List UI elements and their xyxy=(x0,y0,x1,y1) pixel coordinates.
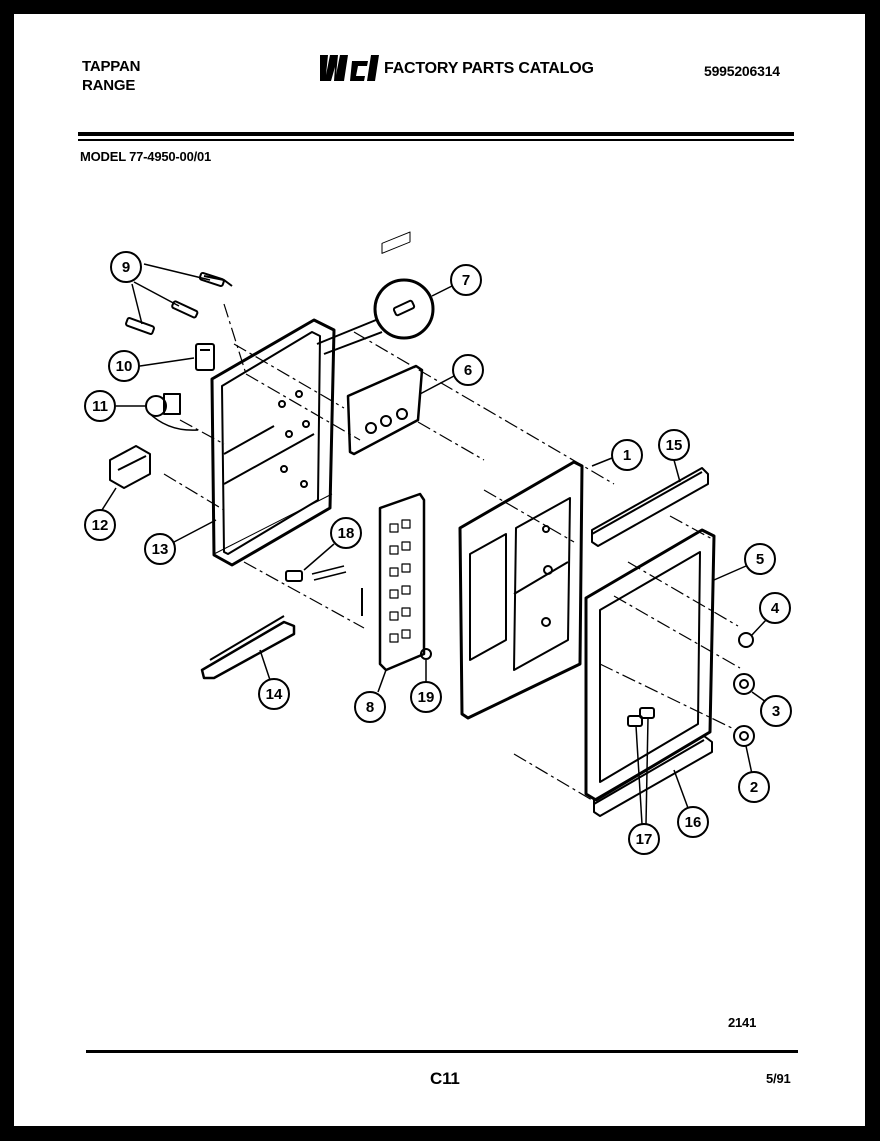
header-rule-thick xyxy=(78,132,794,136)
page-number: C11 xyxy=(430,1069,460,1088)
exploded-parts-diagram: 1 2 3 4 5 xyxy=(84,231,792,855)
header-rule-thin xyxy=(78,139,794,141)
callout-2: 2 xyxy=(738,745,770,803)
diagram-number: 2141 xyxy=(728,1015,757,1030)
svg-text:8: 8 xyxy=(366,699,374,716)
assembly-lines xyxy=(163,303,741,801)
callout-1: 1 xyxy=(591,439,643,471)
keypad-board xyxy=(361,492,426,672)
svg-text:13: 13 xyxy=(152,541,169,558)
magnified-detail xyxy=(316,278,435,355)
knob-3 xyxy=(733,673,755,695)
small-clip xyxy=(285,565,347,582)
callout-14: 14 xyxy=(258,649,290,710)
svg-text:9: 9 xyxy=(122,259,130,276)
knob-2 xyxy=(733,725,755,747)
svg-text:18: 18 xyxy=(338,525,355,542)
catalog-number: 5995206314 xyxy=(704,63,780,79)
bottom-trim xyxy=(593,735,713,817)
svg-text:4: 4 xyxy=(771,600,780,617)
brand-line-1: TAPPAN xyxy=(82,58,141,75)
top-trim xyxy=(591,467,709,547)
callout-19: 19 xyxy=(410,660,442,713)
wci-logo xyxy=(320,55,379,81)
svg-text:10: 10 xyxy=(116,358,133,375)
feet-pads xyxy=(627,707,655,727)
callout-11: 11 xyxy=(84,390,146,422)
callout-4: 4 xyxy=(750,592,791,637)
svg-text:7: 7 xyxy=(462,272,470,289)
svg-text:14: 14 xyxy=(266,686,283,703)
lower-bracket xyxy=(200,615,296,680)
terminal-block xyxy=(109,445,151,489)
callout-13: 13 xyxy=(144,519,217,565)
callout-9: 9 xyxy=(110,251,142,283)
svg-text:11: 11 xyxy=(92,398,108,415)
callout-15: 15 xyxy=(658,429,690,483)
callout-6: 6 xyxy=(419,354,484,395)
svg-text:19: 19 xyxy=(418,689,435,706)
svg-text:5: 5 xyxy=(756,551,764,568)
callout-10: 10 xyxy=(108,350,195,382)
svg-text:12: 12 xyxy=(92,517,109,534)
callout-3: 3 xyxy=(751,691,792,727)
control-panel-face xyxy=(458,460,584,720)
catalog-page: TAPPAN RANGE FACTORY PARTS CATALOG 59952… xyxy=(14,14,865,1126)
display-board xyxy=(346,231,424,456)
callout-7: 7 xyxy=(431,264,482,297)
callouts: 1 2 3 4 5 xyxy=(84,251,792,855)
control-panel-bracket xyxy=(210,318,336,567)
thermostat xyxy=(145,393,199,431)
brand-line-2: RANGE xyxy=(82,77,136,94)
callout-12: 12 xyxy=(84,487,117,541)
svg-text:16: 16 xyxy=(685,814,702,831)
callout-18: 18 xyxy=(303,517,362,571)
svg-text:6: 6 xyxy=(464,362,472,379)
callout-8: 8 xyxy=(354,669,387,723)
catalog-title: FACTORY PARTS CATALOG xyxy=(384,60,594,77)
switch xyxy=(195,343,215,371)
svg-text:17: 17 xyxy=(636,831,653,848)
sensor-assembly xyxy=(125,263,233,335)
svg-text:3: 3 xyxy=(772,703,780,720)
svg-text:1: 1 xyxy=(623,447,631,464)
model-number: MODEL 77-4950-00/01 xyxy=(80,149,212,164)
small-screw xyxy=(420,648,432,660)
svg-text:2: 2 xyxy=(750,779,758,796)
callout-5: 5 xyxy=(713,543,776,581)
footer-rule xyxy=(86,1050,798,1053)
knob-4 xyxy=(738,632,754,648)
callout-16: 16 xyxy=(673,769,709,838)
panel-frame xyxy=(584,528,716,802)
revision-date: 5/91 xyxy=(766,1071,791,1086)
callout-17: 17 xyxy=(628,717,660,855)
svg-text:15: 15 xyxy=(666,437,683,454)
